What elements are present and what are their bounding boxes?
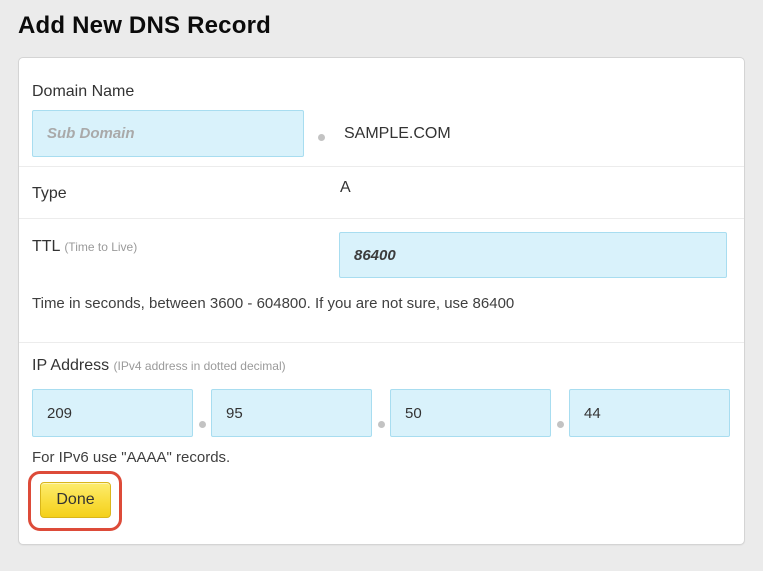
domain-name-label: Domain Name [32, 83, 135, 100]
dns-record-form-panel: Domain Name SAMPLE.COM Type A TTL (Time … [18, 57, 745, 545]
domain-name-row: SAMPLE.COM [32, 110, 451, 157]
ttl-input[interactable] [339, 232, 727, 278]
type-label: Type [32, 185, 67, 202]
done-button-highlight-annotation: Done [28, 471, 122, 531]
ip-dot-separator-icon [198, 421, 206, 428]
ip-dot-separator-icon [556, 421, 564, 428]
ip-dot-separator-icon [377, 421, 385, 428]
ip-octet-row [32, 389, 730, 437]
ip-octet-4-input[interactable] [569, 389, 730, 437]
ipv6-note: For IPv6 use "AAAA" records. [32, 449, 231, 466]
ttl-section: TTL (Time to Live) Time in seconds, betw… [19, 219, 744, 343]
ip-address-section: IP Address (IPv4 address in dotted decim… [19, 343, 744, 544]
type-value: A [340, 179, 351, 196]
ttl-label-hint: (Time to Live) [64, 240, 138, 254]
page-title: Add New DNS Record [18, 12, 271, 39]
record-type-section: Type A [19, 167, 744, 219]
ip-address-label-hint: (IPv4 address in dotted decimal) [113, 359, 286, 373]
ip-octet-3-input[interactable] [390, 389, 551, 437]
apex-domain-value: SAMPLE.COM [344, 124, 451, 142]
domain-dot-separator-icon [318, 134, 325, 141]
ttl-help-text: Time in seconds, between 3600 - 604800. … [32, 295, 515, 312]
ip-octet-1-input[interactable] [32, 389, 193, 437]
domain-name-section: Domain Name SAMPLE.COM [19, 58, 744, 167]
done-button[interactable]: Done [40, 482, 111, 518]
subdomain-input[interactable] [32, 110, 304, 157]
ip-octet-2-input[interactable] [211, 389, 372, 437]
ttl-label: TTL (Time to Live) [32, 238, 138, 255]
ip-address-label: IP Address (IPv4 address in dotted decim… [32, 357, 286, 374]
